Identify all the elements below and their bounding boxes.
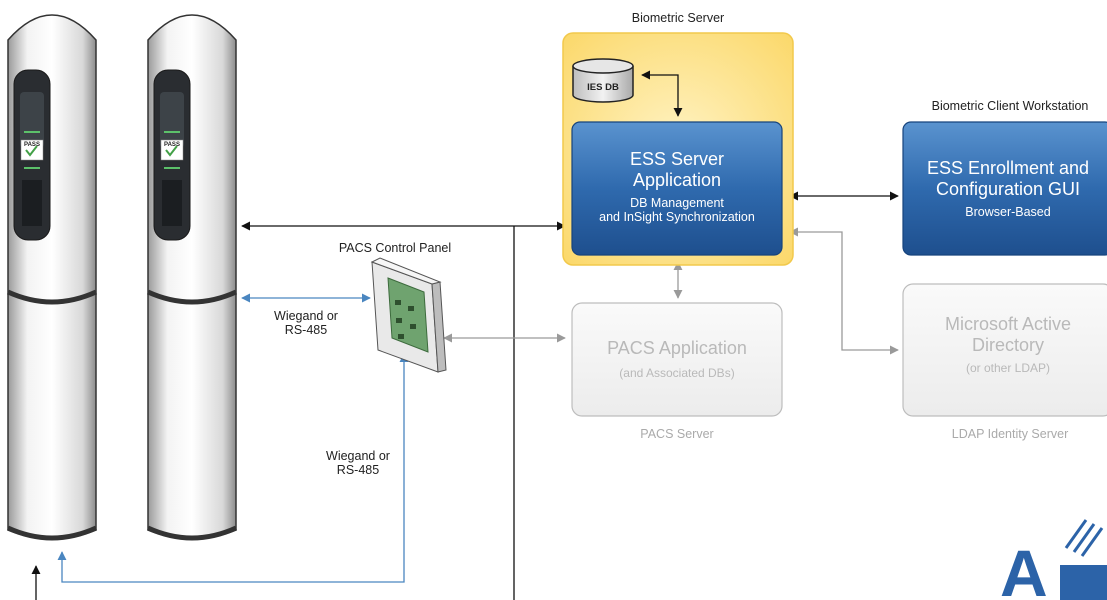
reader-screen-text-1: PASS bbox=[24, 142, 40, 148]
client-title-line2: Configuration GUI bbox=[936, 179, 1080, 199]
wiegand-lower-label-line2: RS-485 bbox=[337, 463, 379, 477]
wiegand-upper-label-line1: Wiegand or bbox=[274, 309, 338, 323]
biometric-reader-pillar-1: PASS bbox=[6, 14, 98, 541]
client-sub: Browser-Based bbox=[965, 205, 1050, 219]
ldap-title-line1: Microsoft Active bbox=[945, 314, 1071, 334]
pacs-server-caption: PACS Server bbox=[640, 427, 713, 441]
ldap-title-line2: Directory bbox=[972, 335, 1044, 355]
ies-db-icon: IES DB bbox=[572, 58, 634, 103]
ldap-directory-box: Microsoft Active Directory (or other LDA… bbox=[902, 283, 1107, 417]
ess-server-application-box: ESS Server Application DB Management and… bbox=[571, 121, 783, 256]
wiegand-upper-label-line2: RS-485 bbox=[285, 323, 327, 337]
server-to-ldap-link bbox=[789, 227, 899, 355]
ess-server-sub-line1: DB Management bbox=[630, 196, 724, 210]
client-workstation-label: Biometric Client Workstation bbox=[932, 99, 1089, 113]
biometric-reader-pillar-2: PASS bbox=[146, 14, 238, 541]
ies-db-label: IES DB bbox=[587, 82, 619, 93]
wiegand-lower-label-line1: Wiegand or bbox=[326, 449, 390, 463]
client-title-line1: ESS Enrollment and bbox=[927, 158, 1089, 178]
company-logo: A bbox=[1000, 519, 1107, 600]
db-to-app-link bbox=[641, 70, 683, 117]
ldap-sub: (or other LDAP) bbox=[966, 361, 1050, 375]
pacs-control-panel-label: PACS Control Panel bbox=[339, 241, 451, 255]
pacs-application-box: PACS Application (and Associated DBs) bbox=[571, 302, 783, 417]
pacs-app-sub: (and Associated DBs) bbox=[619, 366, 734, 380]
pacs-app-title: PACS Application bbox=[607, 338, 747, 358]
ess-server-sub-line2: and InSight Synchronization bbox=[599, 210, 755, 224]
ess-enrollment-gui-box: ESS Enrollment and Configuration GUI Bro… bbox=[902, 121, 1107, 256]
reader-screen-text-2: PASS bbox=[164, 142, 180, 148]
ess-server-title-line1: ESS Server bbox=[630, 149, 724, 169]
wiegand-link-lower bbox=[57, 353, 409, 583]
ldap-server-caption: LDAP Identity Server bbox=[952, 427, 1069, 441]
biometric-server-label: Biometric Server bbox=[632, 11, 724, 25]
ess-server-title-line2: Application bbox=[633, 170, 721, 190]
logo-letter: A bbox=[1000, 536, 1048, 600]
pacs-control-panel-device bbox=[370, 257, 447, 373]
